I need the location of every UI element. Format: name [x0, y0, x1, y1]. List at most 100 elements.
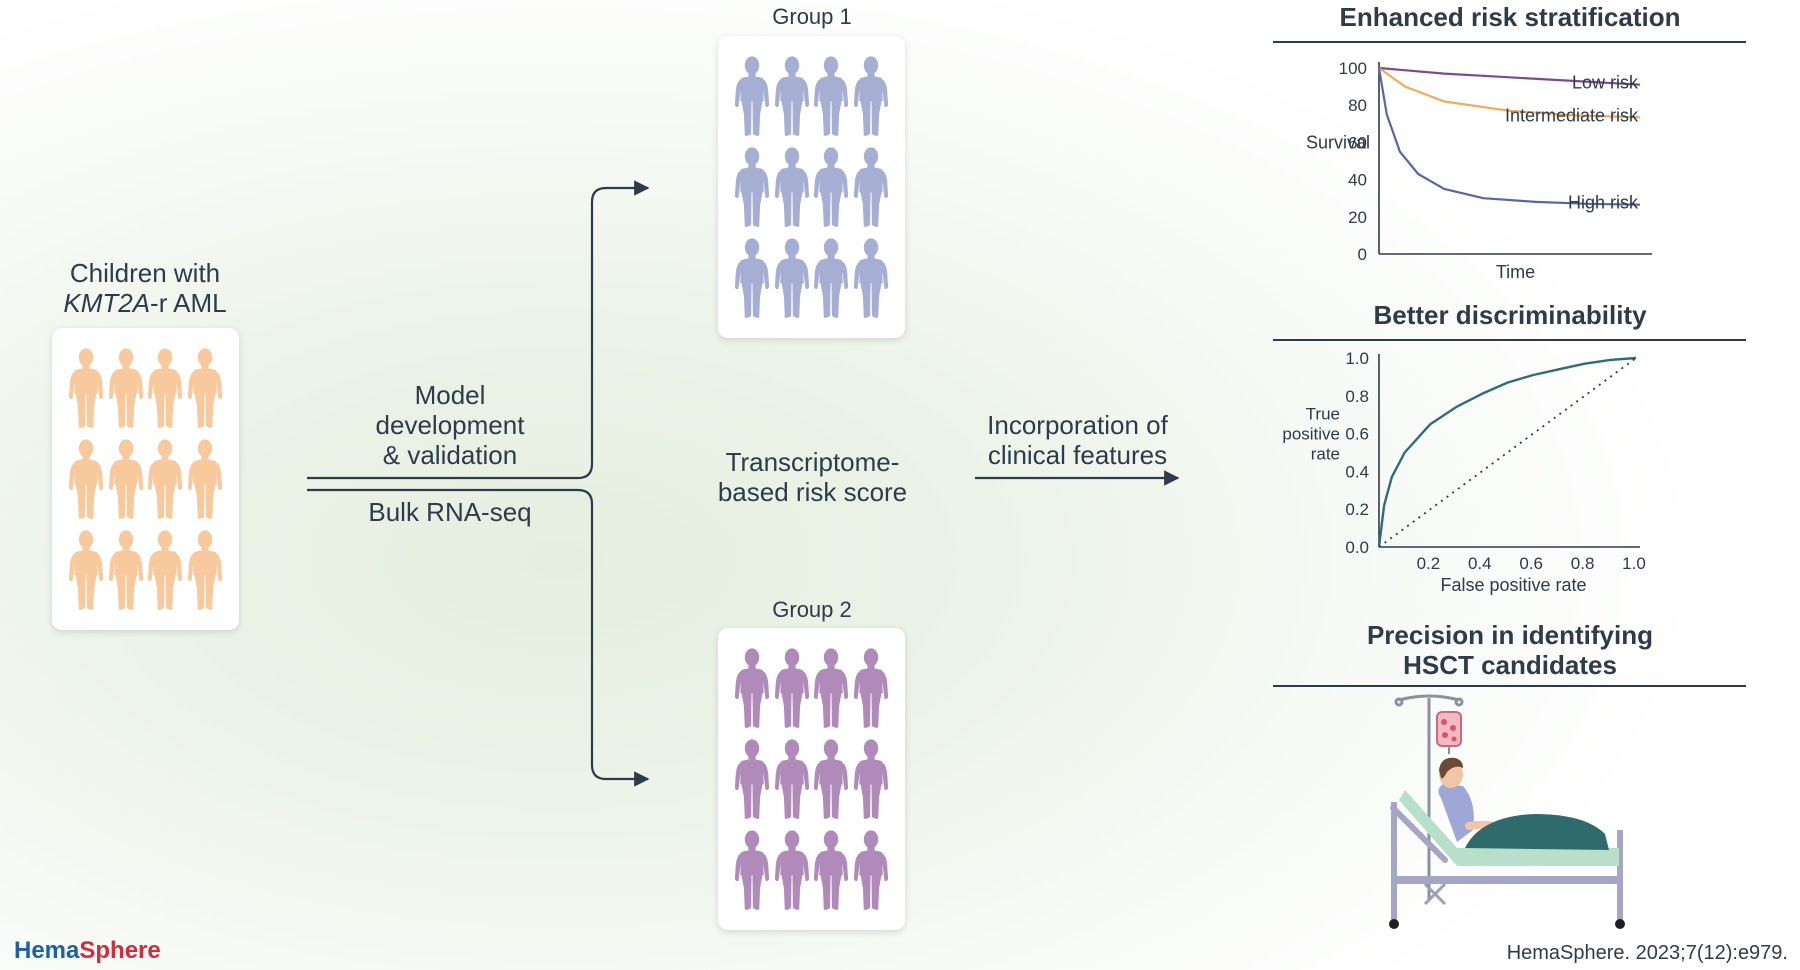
lower-branch-connector — [307, 488, 650, 787]
person-icon — [813, 646, 849, 730]
person-icon — [187, 528, 223, 612]
person-icon — [108, 528, 144, 612]
iv-stand — [1394, 694, 1464, 900]
group1-label: Group 1 — [772, 4, 852, 29]
method-line3: & validation — [382, 440, 518, 470]
method-line1: Model — [414, 380, 486, 410]
method-label: Model development & validation — [320, 380, 580, 470]
survival-y-tick: 20 — [1348, 208, 1367, 227]
hsct-section-rule — [1273, 685, 1746, 687]
roc-y-tick: 0.4 — [1345, 462, 1369, 481]
survival-y-tick: 60 — [1348, 133, 1367, 152]
group2-label: Group 2 — [772, 597, 852, 622]
risk-section-title: Enhanced risk stratification — [1339, 2, 1681, 32]
logo-part1: Hema — [14, 937, 80, 964]
person-icon — [68, 346, 104, 430]
person-icon — [147, 437, 183, 521]
roc-y-tick: 0.0 — [1345, 538, 1369, 557]
survival-series-label: Intermediate risk — [1505, 105, 1639, 125]
risk-score-label: Transcriptome- based risk score — [690, 447, 935, 507]
hsct-title-line1: Precision in identifying — [1366, 620, 1654, 650]
person-icon — [853, 646, 889, 730]
citation: HemaSphere. 2023;7(12):e979. — [1506, 942, 1788, 964]
person-icon — [853, 54, 889, 138]
roc-x-tick: 0.6 — [1519, 554, 1543, 573]
survival-y-tick: 80 — [1348, 96, 1367, 115]
group1-people-grid — [732, 50, 891, 324]
hemasphere-logo: HemaSphere — [14, 937, 161, 965]
person-icon — [813, 737, 849, 821]
person-icon — [68, 437, 104, 521]
method-line2: development — [375, 410, 525, 440]
mattress — [1399, 790, 1619, 866]
hospital-bed-illustration — [1389, 694, 1625, 929]
person-icon — [147, 528, 183, 612]
roc-y-label: rate — [1311, 445, 1340, 464]
person-icon — [813, 828, 849, 912]
person-icon — [813, 54, 849, 138]
person-icon — [774, 145, 810, 229]
bed-frame — [1389, 802, 1625, 929]
blanket — [1465, 814, 1609, 850]
person-icon — [774, 828, 810, 912]
person-icon — [734, 828, 770, 912]
roc-reference-line — [1378, 357, 1637, 548]
group2-card — [718, 628, 905, 930]
roc-y-tick: 0.2 — [1345, 500, 1369, 519]
group2-people-grid — [732, 642, 891, 916]
roc-x-label: False positive rate — [1440, 575, 1586, 595]
roc-x-tick: 0.4 — [1468, 554, 1492, 573]
source-cohort-card — [52, 328, 239, 630]
survival-y-tick: 0 — [1358, 245, 1367, 264]
source-title-line2: KMT2A-r AML — [40, 288, 250, 318]
roc-x-tick: 1.0 — [1622, 554, 1646, 573]
person-icon — [734, 236, 770, 320]
risk-section-rule — [1273, 41, 1746, 43]
survival-y-tick: 40 — [1348, 171, 1367, 190]
logo-part2: Sphere — [79, 937, 161, 964]
roc-section-title: Better discriminability — [1373, 300, 1647, 330]
risk-score-line2: based risk score — [717, 477, 908, 507]
roc-y-tick: 1.0 — [1345, 349, 1369, 368]
survival-series-label: Low risk — [1572, 73, 1639, 93]
person-icon — [108, 437, 144, 521]
survival-series-label: High risk — [1568, 193, 1639, 213]
person-icon — [774, 737, 810, 821]
incorporation-line1: Incorporation of — [987, 410, 1168, 440]
survival-curve — [1377, 67, 1641, 206]
incorporation-line2: clinical features — [987, 440, 1168, 470]
risk-score-line1: Transcriptome- — [725, 447, 900, 477]
person-icon — [813, 145, 849, 229]
survival-y-label: Survival — [1306, 132, 1370, 152]
person-icon — [108, 346, 144, 430]
person-icon — [187, 437, 223, 521]
survival-y-tick: 100 — [1339, 59, 1367, 78]
person-icon — [734, 54, 770, 138]
roc-y-label: positive — [1282, 425, 1340, 444]
person-icon — [68, 528, 104, 612]
gene-name: KMT2A — [63, 288, 151, 318]
survival-x-label: Time — [1496, 262, 1535, 282]
person-icon — [853, 828, 889, 912]
person-icon — [147, 346, 183, 430]
person-icon — [187, 346, 223, 430]
survival-curve — [1378, 66, 1641, 86]
roc-x-tick: 0.2 — [1417, 554, 1441, 573]
hsct-section-title: Precision in identifying HSCT candidates — [1270, 620, 1750, 680]
roc-y-tick: 0.8 — [1345, 387, 1369, 406]
bulk-rnaseq-label: Bulk RNA-seq — [368, 497, 532, 527]
source-title: Children with KMT2A-r AML — [40, 258, 250, 318]
incorporation-label: Incorporation of clinical features — [950, 410, 1205, 470]
source-title-line1: Children with — [69, 258, 221, 288]
roc-y-label: True — [1306, 405, 1340, 424]
roc-curve — [1377, 356, 1637, 548]
gene-suffix: -r AML — [150, 288, 227, 318]
person-icon — [774, 54, 810, 138]
person-icon — [853, 145, 889, 229]
person-icon — [813, 236, 849, 320]
group1-card — [718, 36, 905, 338]
person-icon — [774, 646, 810, 730]
person-icon — [774, 236, 810, 320]
